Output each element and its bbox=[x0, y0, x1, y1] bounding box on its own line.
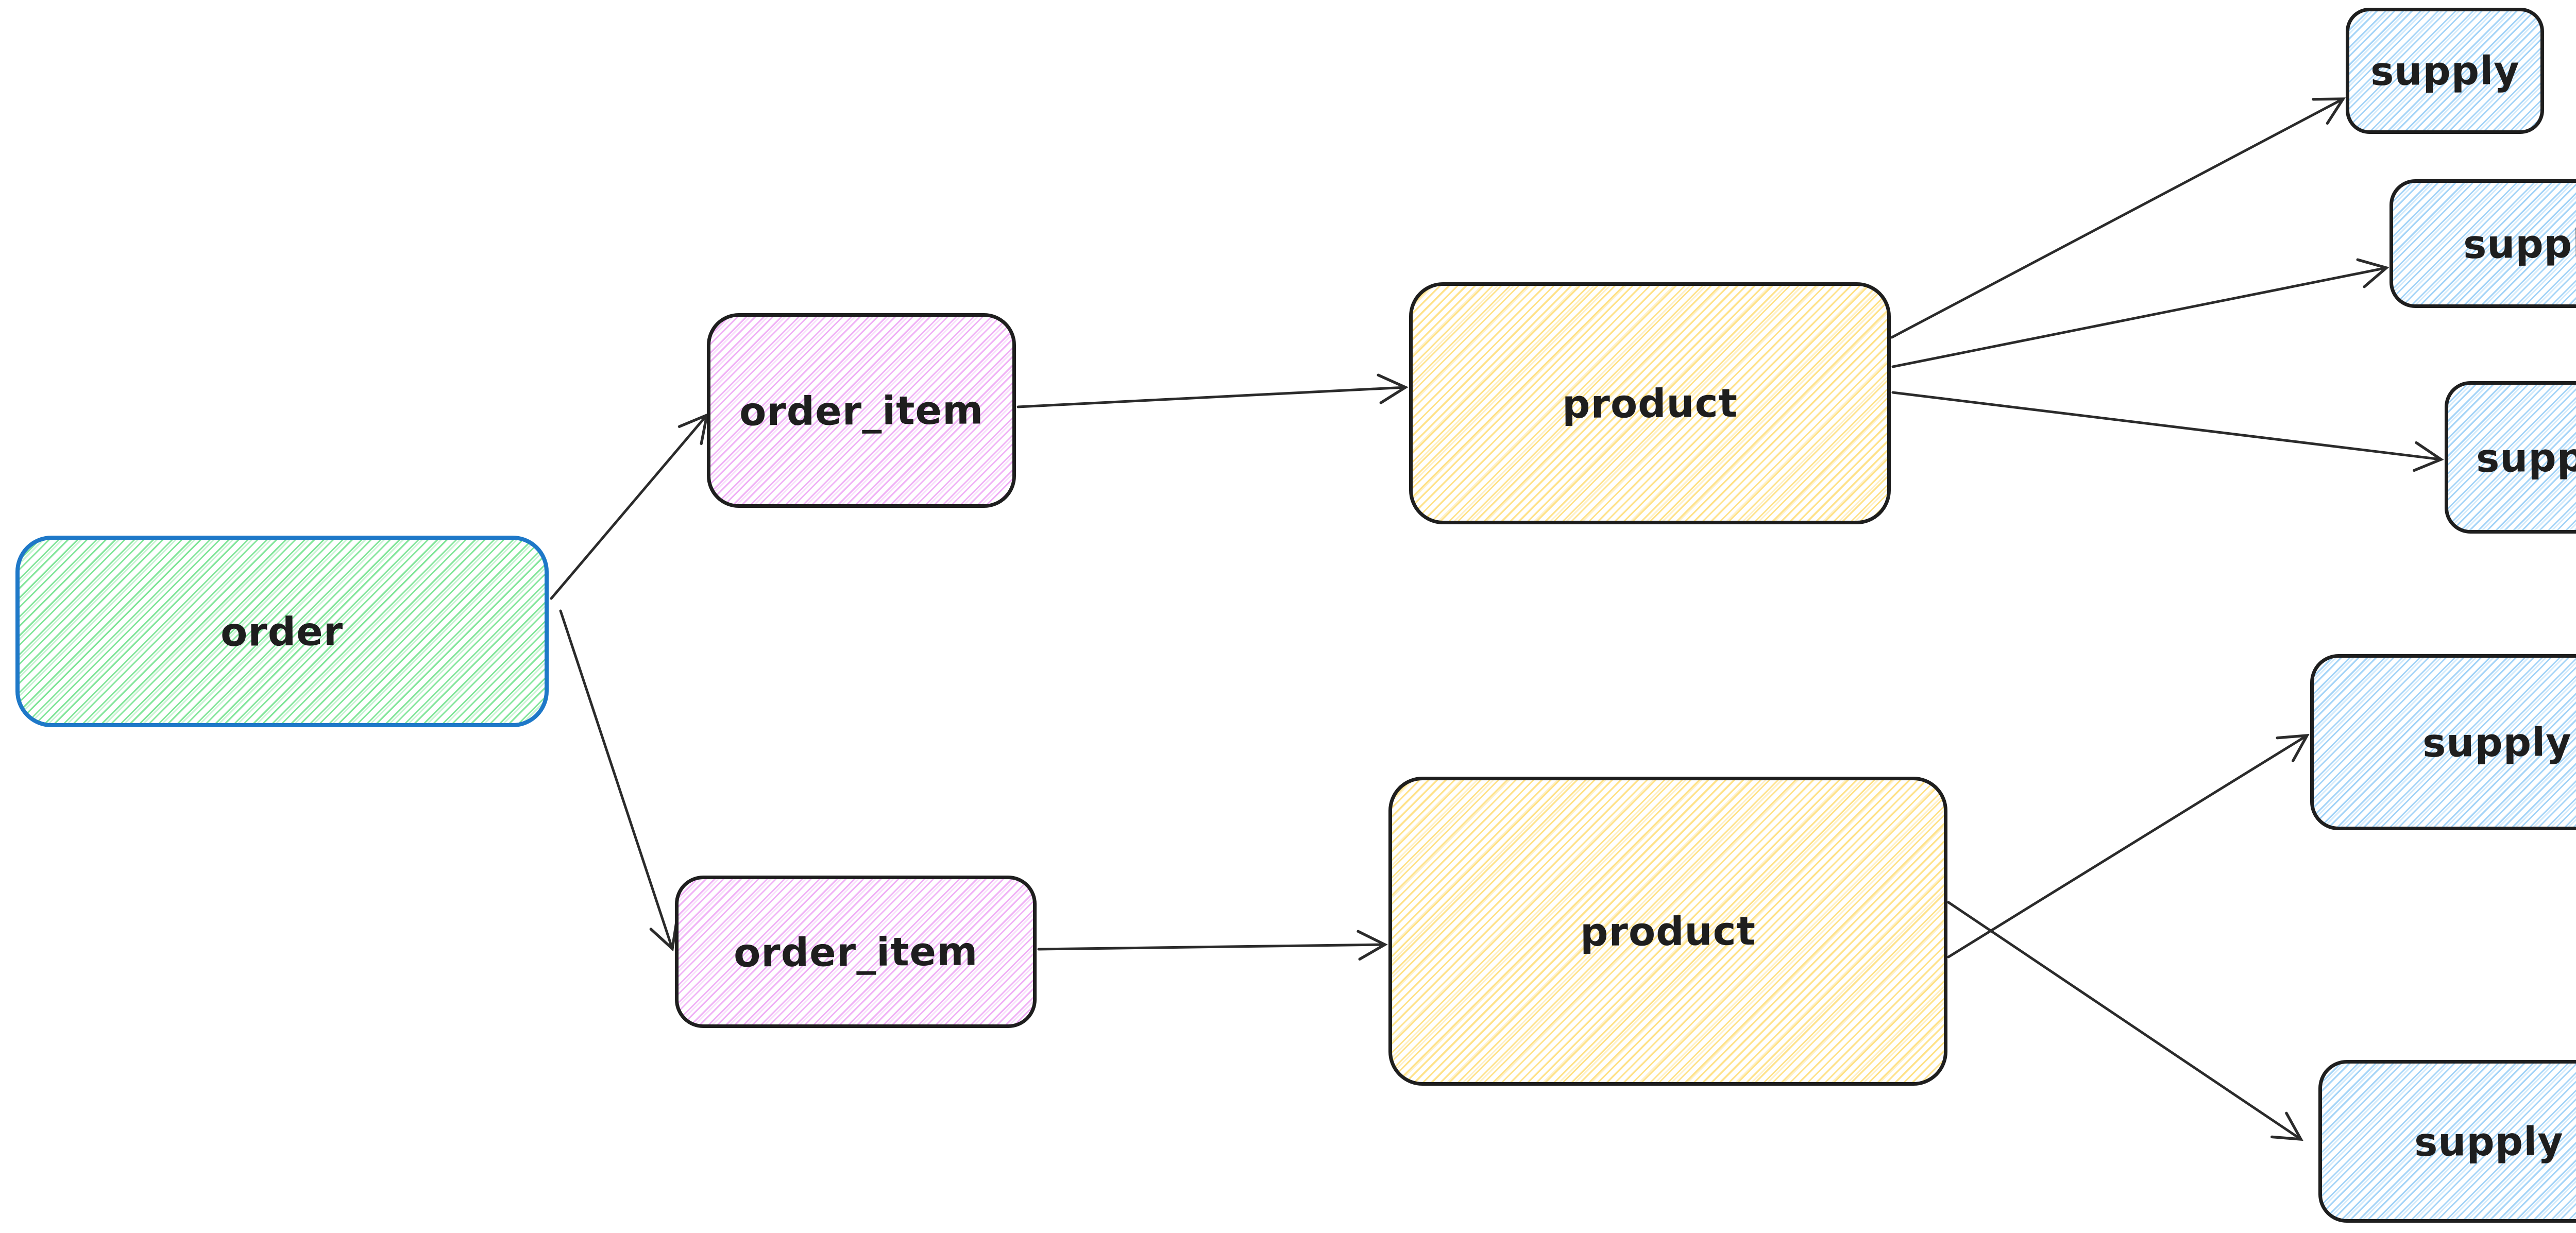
node-product-bottom[interactable]: product bbox=[1388, 777, 1947, 1086]
node-supply-4[interactable]: supply bbox=[2310, 654, 2576, 830]
arrow-product-top-to-supply-1[interactable] bbox=[1890, 97, 2346, 339]
node-supply-5-label: supply bbox=[2414, 1118, 2564, 1165]
node-product-top[interactable]: product bbox=[1409, 282, 1891, 524]
node-order-item-bottom-label: order_item bbox=[733, 928, 978, 976]
node-product-bottom-label: product bbox=[1580, 907, 1756, 955]
node-supply-3[interactable]: supply bbox=[2445, 381, 2576, 534]
node-order[interactable]: order bbox=[15, 536, 549, 727]
node-supply-1-label: supply bbox=[2370, 47, 2520, 95]
node-order-label: order bbox=[221, 608, 344, 655]
node-order-item-top[interactable]: order_item bbox=[707, 313, 1016, 508]
node-supply-1[interactable]: supply bbox=[2346, 8, 2544, 134]
node-supply-2-label: supply bbox=[2463, 220, 2576, 267]
arrow-product-top-to-supply-3[interactable] bbox=[1891, 391, 2444, 472]
arrow-product-top-to-supply-2[interactable] bbox=[1891, 258, 2389, 368]
arrow-product-bottom-to-supply-5[interactable] bbox=[1947, 901, 2303, 1141]
node-order-item-bottom[interactable]: order_item bbox=[675, 876, 1037, 1028]
arrow-product-bottom-to-supply-4[interactable] bbox=[1947, 733, 2310, 958]
node-supply-3-label: supply bbox=[2476, 434, 2576, 481]
arrow-order-to-order-item-bottom[interactable] bbox=[559, 609, 679, 952]
node-order-item-top-label: order_item bbox=[739, 386, 984, 435]
arrow-order-item-bottom-to-product-bottom[interactable] bbox=[1037, 930, 1388, 961]
node-product-top-label: product bbox=[1562, 380, 1738, 427]
arrow-order-item-top-to-product-top[interactable] bbox=[1016, 373, 1409, 408]
node-supply-5[interactable]: supply bbox=[2318, 1060, 2576, 1223]
node-supply-4-label: supply bbox=[2422, 718, 2572, 766]
node-supply-2[interactable]: supply bbox=[2389, 179, 2576, 308]
arrow-order-to-order-item-top[interactable] bbox=[550, 413, 709, 600]
